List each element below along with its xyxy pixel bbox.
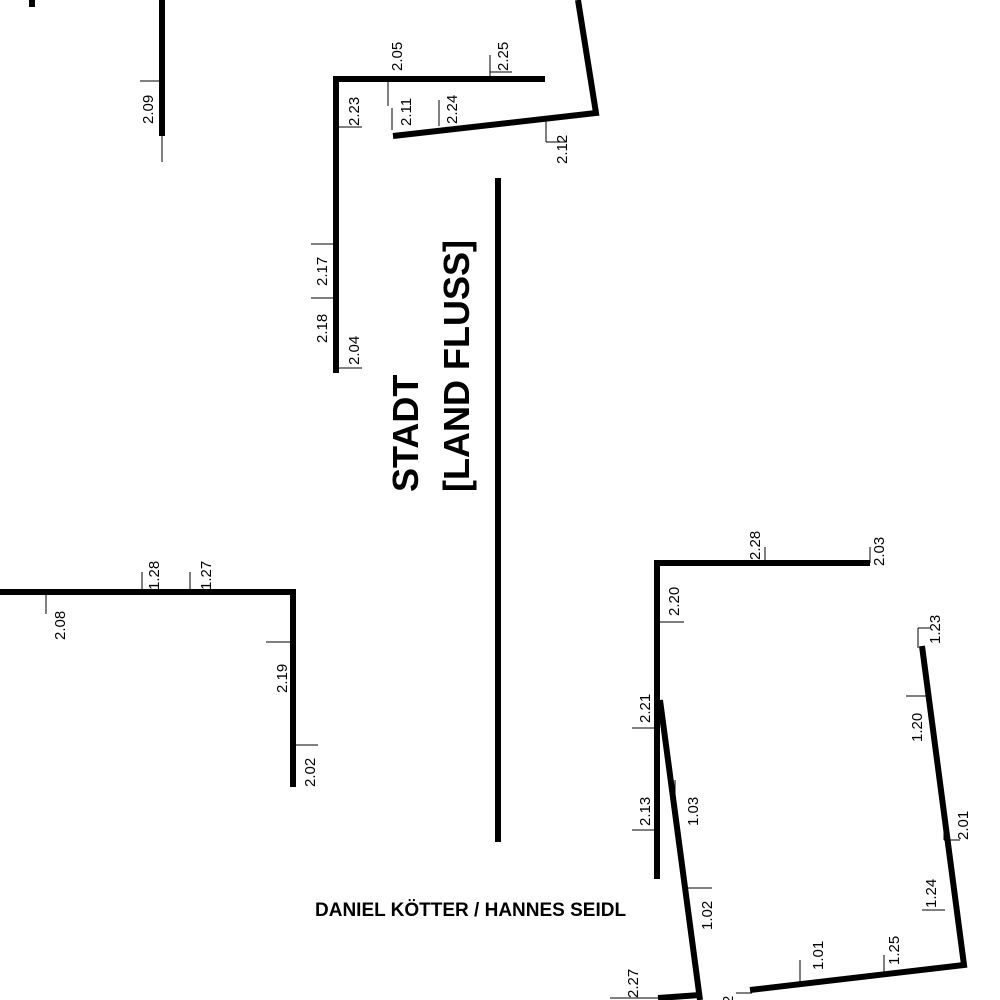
tick-label: 1.28 [146, 561, 163, 590]
tick-label: 2.28 [747, 531, 764, 560]
tick-label: 2.18 [314, 314, 331, 343]
track-line [333, 76, 545, 373]
tick-label: 1.23 [927, 615, 944, 644]
track-line [0, 589, 296, 787]
tick-label: 2.19 [274, 664, 291, 693]
tick-label: 1.02 [699, 901, 716, 930]
tick-label: 1.25 [886, 936, 903, 965]
tick-label: 2.23 [346, 97, 363, 126]
title-land-fluss: [LAND FLUSS] [436, 240, 477, 492]
tick-label: 2.21 [637, 694, 654, 723]
tick-label: 2.08 [52, 611, 69, 640]
tick-label: 2.02 [302, 758, 319, 787]
tick-label: 2.03 [871, 537, 888, 566]
tick-label: 1.20 [909, 713, 926, 742]
tick-label: 2.09 [140, 95, 157, 124]
tick-label: 1.03 [685, 797, 702, 826]
track-line [657, 699, 703, 1000]
tick-label: 2.11 [398, 98, 415, 126]
tick-label: 2.12 [554, 135, 571, 164]
tick-label: 2.01 [955, 811, 972, 840]
track-line [749, 645, 968, 993]
path-left-middle: 1.28 1.27 2.08 2.19 2.02 [0, 561, 319, 787]
tick-label: 2 [720, 996, 737, 1000]
tick-label: 1.24 [923, 879, 940, 908]
tick-label: 2.13 [637, 797, 654, 826]
track-line [657, 992, 701, 1000]
tick-label: 2.05 [389, 42, 406, 71]
title-stadt: STADT [385, 375, 426, 492]
tick-label: 1.27 [198, 561, 215, 590]
tick-label: 2.27 [625, 969, 642, 998]
tick-label: 2.17 [314, 257, 331, 286]
tick-label: 2.04 [346, 336, 363, 365]
tick-label: 2.20 [666, 587, 683, 616]
path-top-left: 2.09 [29, 0, 165, 162]
path-right-bottom: 2.28 2.03 2.20 1.23 2.21 1.20 2.13 1.03 … [610, 531, 972, 1000]
path-top-center: 2.05 2.25 2.23 2.11 2.24 2.12 2.17 2.18 … [311, 0, 600, 373]
tick-label: 1.01 [810, 941, 827, 970]
track-line [392, 0, 600, 139]
track-line [654, 560, 870, 879]
authors-line: DANIEL KÖTTER / HANNES SEIDL [315, 900, 626, 921]
tick-label: 2.25 [495, 42, 512, 71]
tick-label: 2.24 [444, 95, 461, 124]
